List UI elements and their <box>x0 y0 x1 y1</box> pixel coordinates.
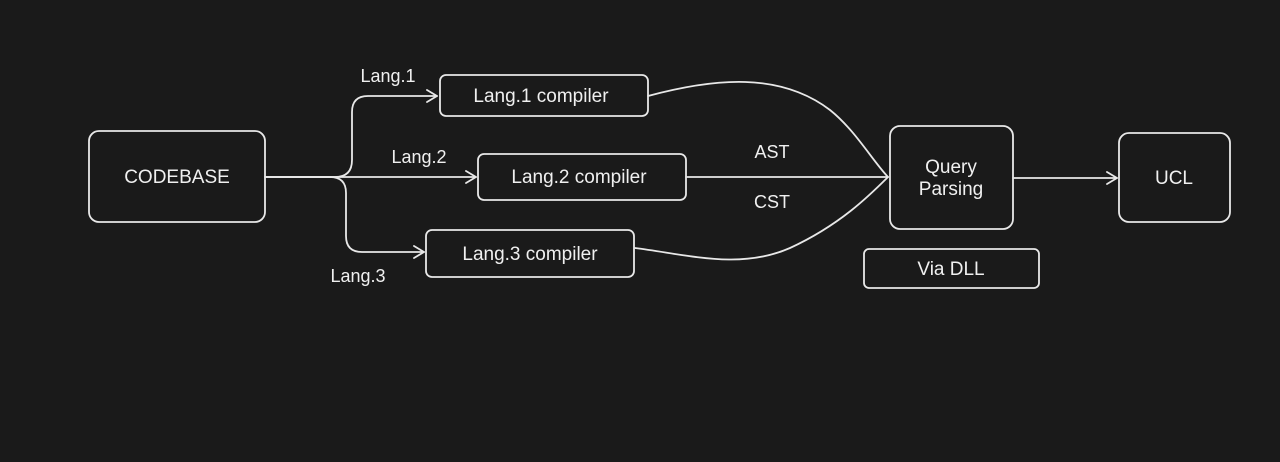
edge-label-ast: AST <box>754 142 789 162</box>
lang1-compiler-label: Lang.1 compiler <box>473 86 609 107</box>
ucl-box <box>1118 132 1231 223</box>
edge-label-cst: CST <box>754 192 790 212</box>
edge-lang3-to-query <box>634 176 889 261</box>
edge-codebase-to-lang3 <box>264 176 425 259</box>
ucl-label: UCL <box>1155 168 1193 189</box>
edge-lang1-to-query <box>647 80 889 178</box>
lang2-compiler-label: Lang.2 compiler <box>511 167 647 188</box>
edge-label-lang2: Lang.2 <box>391 147 446 167</box>
edge-codebase-to-lang1 <box>264 89 438 178</box>
query-parsing-box <box>889 125 1014 230</box>
codebase-box <box>88 130 266 223</box>
query-parsing-label-line2: Parsing <box>919 179 983 200</box>
edge-label-lang1: Lang.1 <box>360 66 415 86</box>
edge-label-lang3: Lang.3 <box>330 266 385 286</box>
lang3-compiler-box <box>425 229 635 278</box>
lang3-compiler-label: Lang.3 compiler <box>462 244 598 265</box>
via-dll-box <box>863 248 1040 289</box>
lang1-compiler-box <box>439 74 649 117</box>
via-dll-label: Via DLL <box>917 259 984 280</box>
codebase-label: CODEBASE <box>124 167 230 188</box>
query-parsing-label-line1: Query <box>925 157 977 178</box>
lang2-compiler-box <box>477 153 687 201</box>
